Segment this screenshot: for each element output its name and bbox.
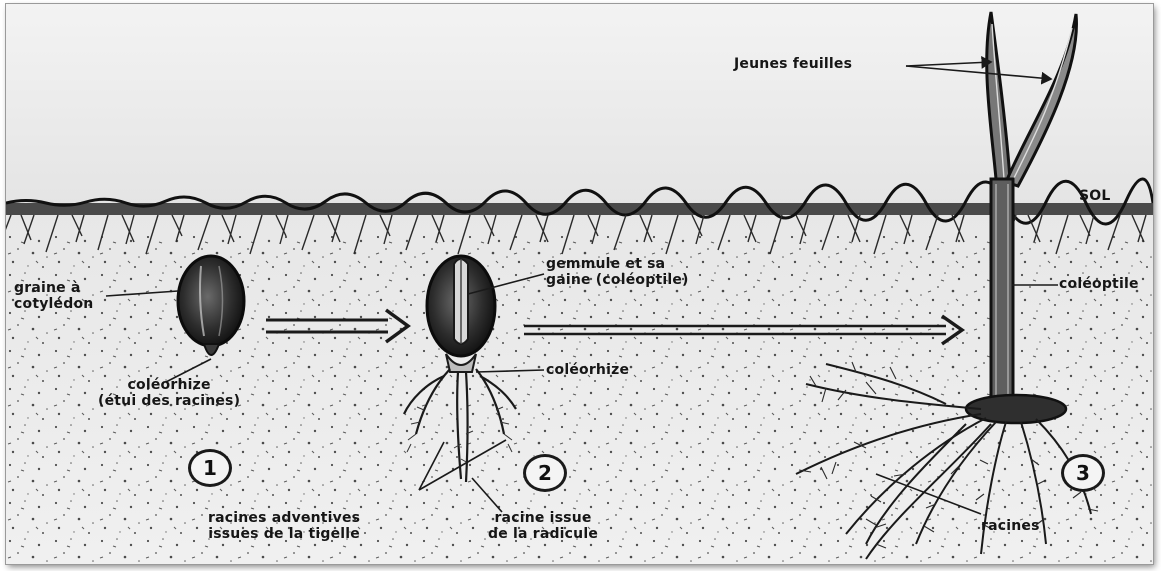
label-gemmule: gemmule et sa gaine (coléoptile): [546, 256, 689, 288]
stage-marker-1: 1: [188, 449, 232, 487]
stage-marker-2: 2: [523, 454, 567, 492]
label-soil: SOL: [1079, 188, 1111, 204]
label-radicle-root: racine issue de la radicule: [488, 510, 598, 542]
label-coleorhiza-stage2: coléorhize: [546, 362, 629, 378]
label-roots: racines: [981, 518, 1040, 534]
stage-marker-3: 3: [1061, 454, 1105, 492]
label-coleoptile: coléoptile: [1059, 276, 1139, 292]
label-young-leaves: Jeunes feuilles: [734, 56, 852, 72]
label-adventitious-roots: racines adventives issues de la tigelle: [208, 510, 360, 542]
label-coleorhiza-stage1: coléorhize (étui des racines): [98, 377, 240, 409]
germination-diagram: graine à cotylédon coléorhize (étui des …: [6, 4, 1153, 564]
sky-area: [6, 4, 1153, 209]
label-seed: graine à cotylédon: [14, 280, 93, 312]
